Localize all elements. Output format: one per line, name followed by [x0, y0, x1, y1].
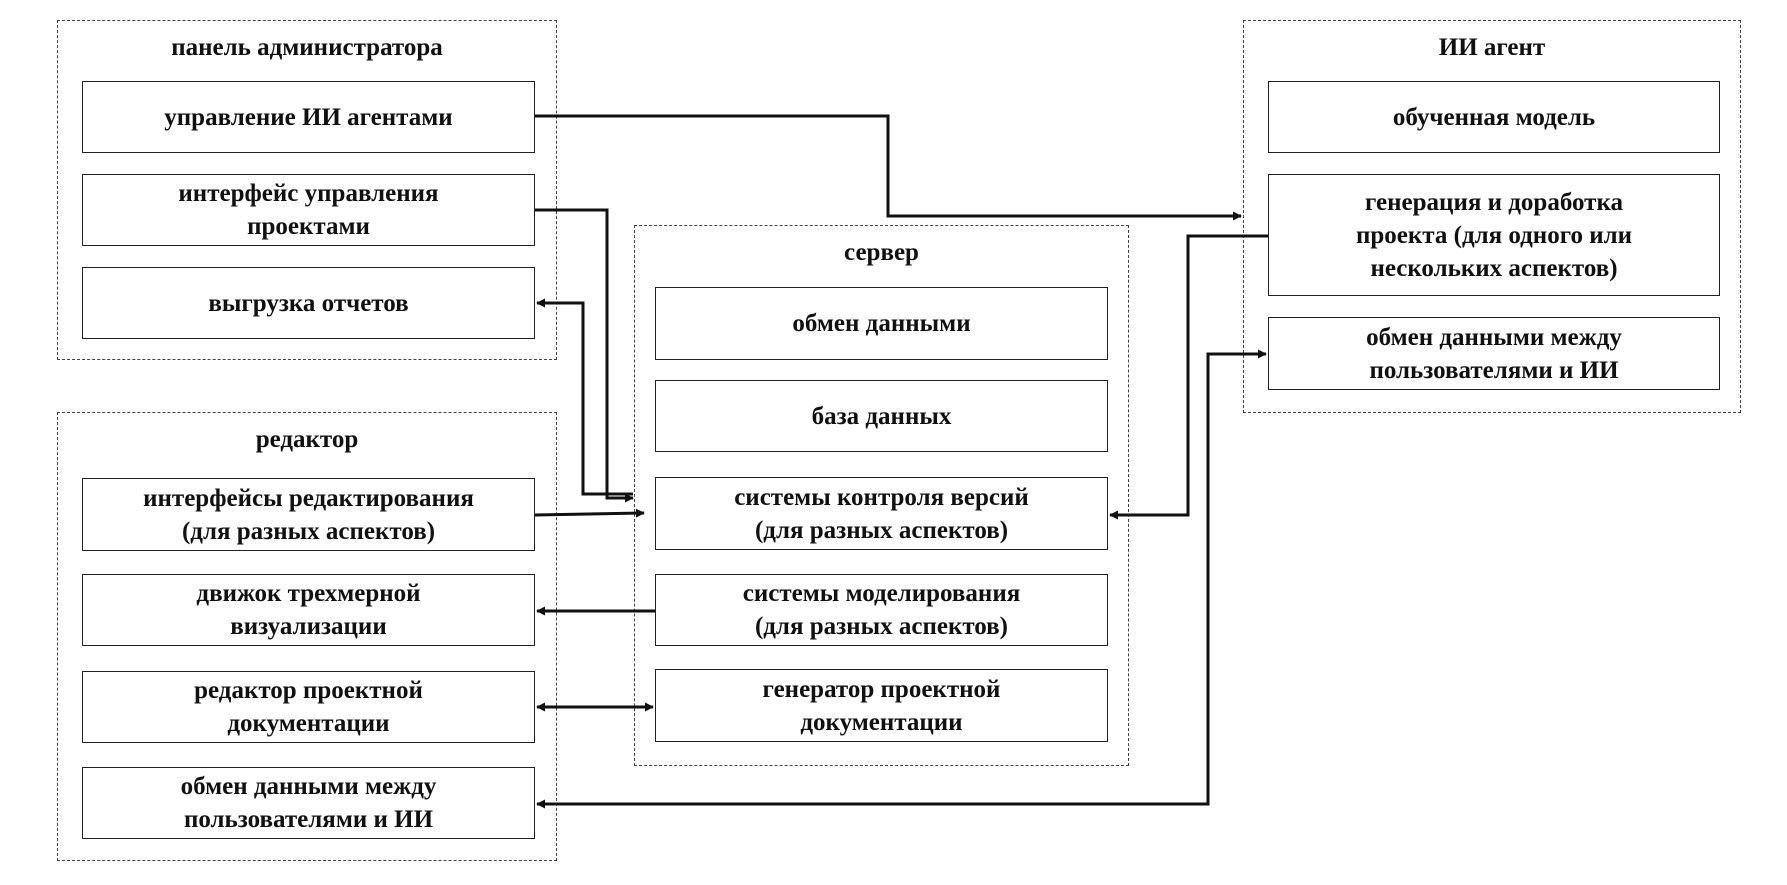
box-docs-editor: редактор проектной документации	[82, 671, 535, 743]
box-agent-user-ai-exchange: обмен данными между пользователями и ИИ	[1268, 317, 1720, 390]
box-database: база данных	[655, 380, 1108, 452]
group-ai-agent: ИИ агент	[1243, 20, 1741, 413]
group-admin-panel: панель администратора	[57, 20, 557, 360]
box-ai-agents-management: управление ИИ агентами	[82, 81, 535, 153]
box-editor-user-ai-exchange: обмен данными между пользователями и ИИ	[82, 767, 535, 839]
box-project-management-interface: интерфейс управления проектами	[82, 174, 535, 246]
box-docs-generator: генератор проектной документации	[655, 669, 1108, 742]
group-ai-agent-title: ИИ агент	[1438, 34, 1546, 61]
group-server-title: сервер	[844, 239, 919, 266]
box-reports-export: выгрузка отчетов	[82, 267, 535, 339]
box-editing-interfaces: интерфейсы редактирования (для разных ас…	[82, 478, 535, 551]
box-project-generation: генерация и доработка проекта (для одног…	[1268, 174, 1720, 296]
box-modeling-systems: системы моделирования (для разных аспект…	[655, 574, 1108, 646]
box-trained-model: обученная модель	[1268, 81, 1720, 153]
box-version-control: системы контроля версий (для разных аспе…	[655, 477, 1108, 550]
box-data-exchange: обмен данными	[655, 287, 1108, 360]
box-3d-engine: движок трехмерной визуализации	[82, 574, 535, 646]
group-editor-title: редактор	[255, 426, 359, 453]
connector-ai-management-to-generation	[535, 114, 1242, 221]
group-admin-panel-title: панель администратора	[171, 34, 443, 61]
